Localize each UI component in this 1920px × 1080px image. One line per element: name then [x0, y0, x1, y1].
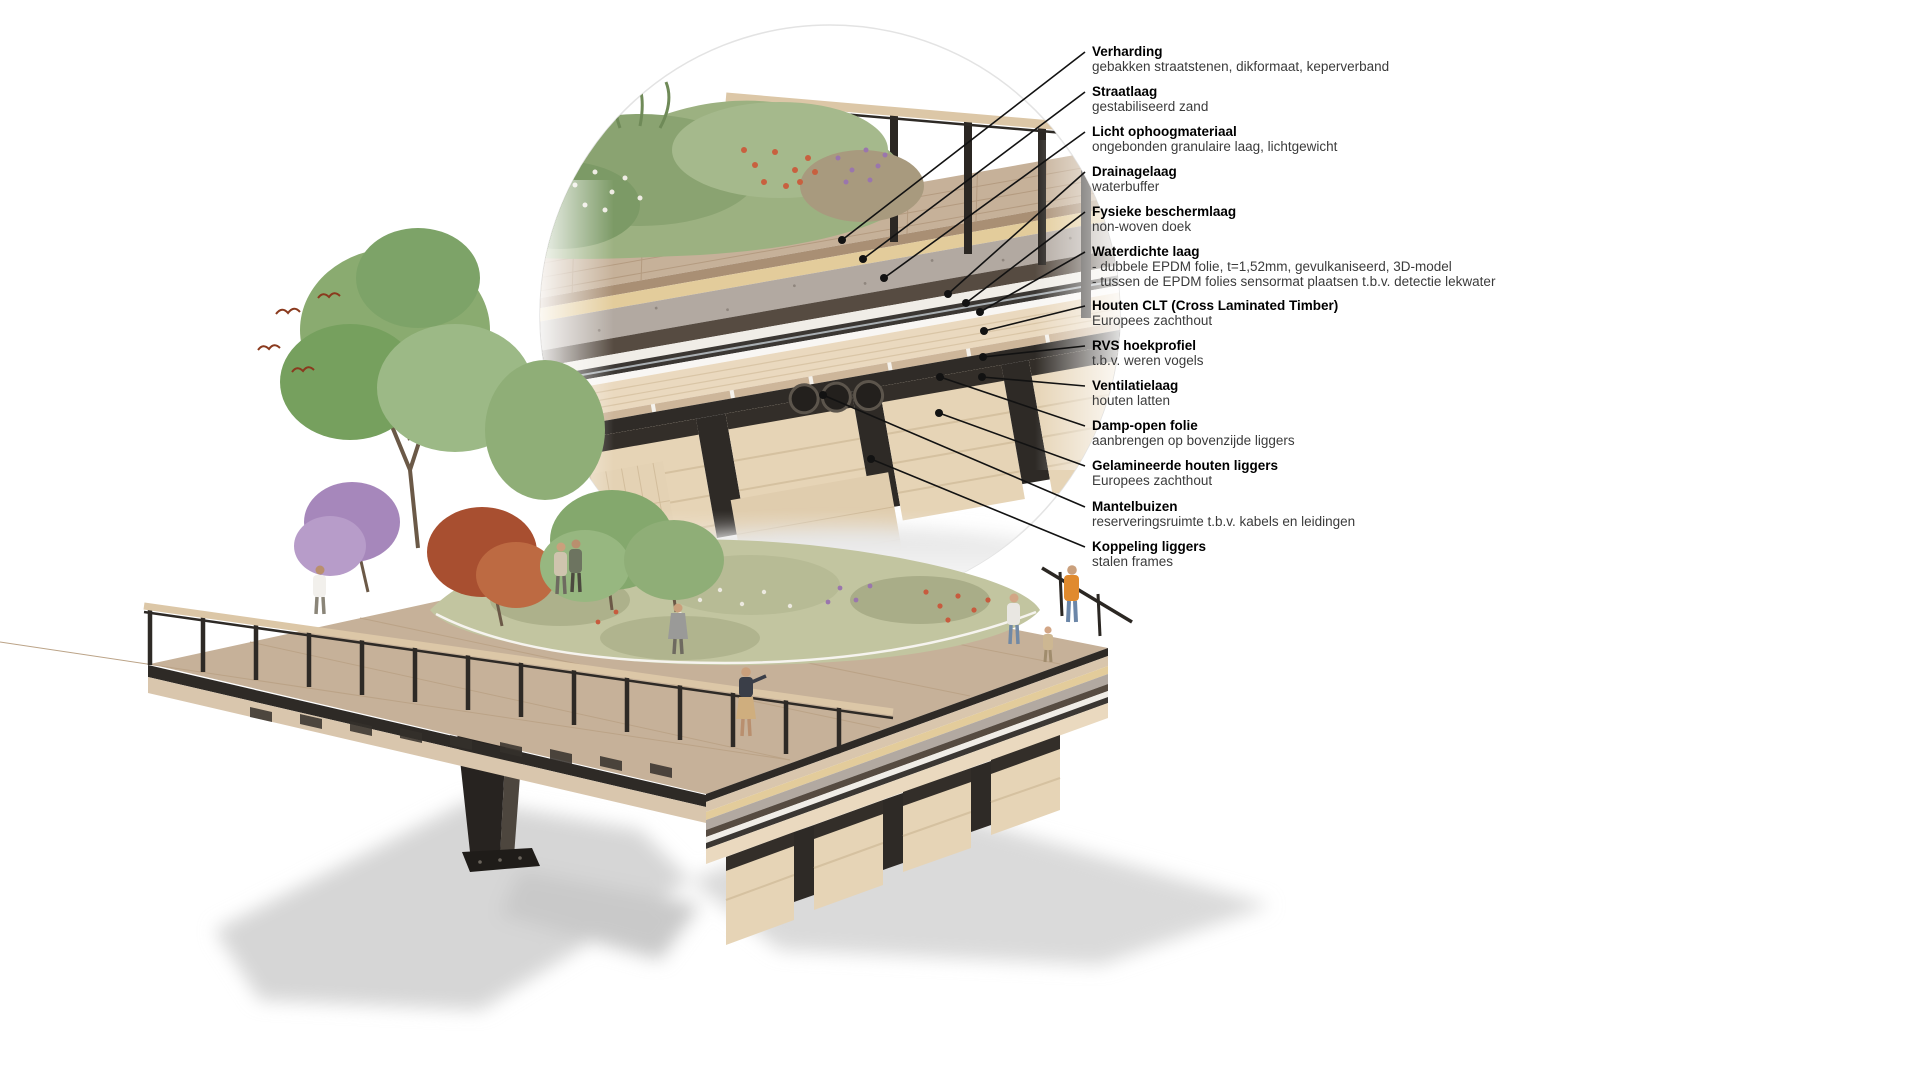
leader-licht-ophoogmateriaal — [883, 131, 1086, 279]
person — [313, 565, 326, 615]
layer-label-title: Ventilatielaag — [1092, 378, 1179, 393]
layer-label-desc: reserveringsruimte t.b.v. kabels en leid… — [1092, 514, 1356, 529]
red-flowers — [595, 589, 991, 625]
layer-label-desc: gestabiliseerd zand — [1092, 99, 1209, 114]
leader-damp-open-folie — [939, 376, 1086, 427]
layer-label-title: Mantelbuizen — [1092, 499, 1178, 514]
layer-label-ventilatielaag: Ventilatielaag houten latten — [1092, 378, 1572, 408]
railing-overview — [143, 566, 1133, 762]
leader-lines — [819, 51, 1086, 548]
layer-label-title: Licht ophoogmateriaal — [1092, 124, 1237, 139]
layer-sand — [540, 189, 1120, 335]
layer-label-desc: Europees zachthout — [1092, 313, 1213, 328]
layer-label-title: Fysieke beschermlaag — [1092, 204, 1237, 219]
leader-mantelbuizen — [822, 394, 1086, 508]
layer-label-desc: gebakken straatstenen, dikformaat, keper… — [1092, 59, 1390, 74]
layer-label-mantelbuizen: Mantelbuizen reserveringsruimte t.b.v. k… — [1092, 499, 1572, 529]
purple-flowers — [835, 147, 888, 185]
purple-flowers — [825, 583, 873, 605]
mantelbuizen-pipes — [788, 380, 885, 415]
layer-label-verharding: Verharding gebakken straatstenen, dikfor… — [1092, 44, 1572, 74]
layer-label-desc: ongebonden granulaire laag, lichtgewicht — [1092, 139, 1338, 154]
layer-label-title: Houten CLT (Cross Laminated Timber) — [1092, 298, 1339, 313]
layer-label-desc: - dubbele EPDM folie, t=1,52mm, gevulkan… — [1092, 259, 1496, 289]
layer-label-straatlaag: Straatlaag gestabiliseerd zand — [1092, 84, 1572, 114]
layer-label-title: Damp-open folie — [1092, 418, 1198, 433]
layer-label-fysieke-beschermlaag: Fysieke beschermlaag non-woven doek — [1092, 204, 1572, 234]
red-tree — [427, 507, 556, 627]
layer-label-desc: waterbuffer — [1092, 179, 1160, 194]
person-couple — [554, 539, 582, 595]
detail-circle — [539, 24, 1121, 606]
layer-label-title: Gelamineerde houten liggers — [1092, 458, 1279, 473]
leader-koppeling-liggers — [870, 458, 1086, 548]
layer-label-gelamineerde-houten-liggers: Gelamineerde houten liggers Europees zac… — [1092, 458, 1572, 488]
purple-lilac-bush — [294, 482, 400, 593]
layer-label-desc: Europees zachthout — [1092, 473, 1213, 488]
layer-label-title: RVS hoekprofiel — [1092, 338, 1197, 353]
large-green-tree — [280, 228, 605, 549]
leader-houten-clt — [983, 305, 1086, 332]
leader-straatlaag — [862, 91, 1086, 260]
bridge-deck — [0, 539, 1108, 794]
edge-steps — [250, 707, 672, 778]
person-orange-jacket — [1064, 565, 1079, 623]
layer-label-houten-clt: Houten CLT (Cross Laminated Timber) Euro… — [1092, 298, 1572, 328]
red-flowers — [741, 147, 818, 189]
cut-face-overview — [706, 648, 1108, 864]
layer-label-title: Koppeling liggers — [1092, 539, 1207, 554]
wood-handrail — [143, 602, 894, 716]
layer-label-desc: aanbrengen op bovenzijde liggers — [1092, 433, 1295, 448]
layer-granular — [540, 202, 1120, 363]
layer-paving-cut — [540, 179, 1120, 322]
leader-fysieke-beschermlaag — [965, 211, 1086, 304]
person-with-child — [1007, 593, 1053, 663]
layer-label-drainagelaag: Drainagelaag waterbuffer — [1092, 164, 1572, 194]
layer-label-desc: houten latten — [1092, 393, 1171, 408]
person-pointing — [736, 667, 767, 737]
right-edge-railing — [1041, 566, 1133, 624]
layer-label-title: Straatlaag — [1092, 84, 1158, 99]
birds — [257, 292, 341, 373]
layer-label-licht-ophoogmateriaal: Licht ophoogmateriaal ongebonden granula… — [1092, 124, 1572, 154]
leader-drainagelaag — [947, 171, 1086, 295]
layer-label-desc: t.b.v. weren vogels — [1092, 353, 1204, 368]
leader-dots — [819, 236, 988, 463]
layer-label-desc: stalen frames — [1092, 554, 1174, 569]
trees — [280, 228, 724, 627]
deck-fascia — [148, 665, 706, 823]
bed-edge-line — [435, 610, 1037, 665]
leader-ventilatielaag — [981, 376, 1086, 387]
leader-waterdichte-laag — [979, 251, 1086, 313]
person — [668, 603, 688, 655]
layer-label-title: Verharding — [1092, 44, 1163, 59]
layer-label-desc: non-woven doek — [1092, 219, 1192, 234]
leader-gelamineerde-liggers — [938, 412, 1086, 467]
bridge-overview — [0, 228, 1133, 945]
layer-label-rvs-hoekprofiel: RVS hoekprofiel t.b.v. weren vogels — [1092, 338, 1572, 368]
leader-verharding — [841, 51, 1086, 241]
layer-label-damp-open-folie: Damp-open folie aanbrengen op bovenzijde… — [1092, 418, 1572, 448]
leader-rvs-hoekprofiel — [982, 345, 1086, 358]
beam-blocks-overview — [725, 735, 1061, 945]
people — [313, 539, 1079, 737]
layer-label-koppeling-liggers: Koppeling liggers stalen frames — [1092, 539, 1572, 569]
layer-label-title: Drainagelaag — [1092, 164, 1177, 179]
layer-label-waterdichte-laag: Waterdichte laag - dubbele EPDM folie, t… — [1092, 244, 1572, 289]
layer-label-title: Waterdichte laag — [1092, 244, 1200, 259]
